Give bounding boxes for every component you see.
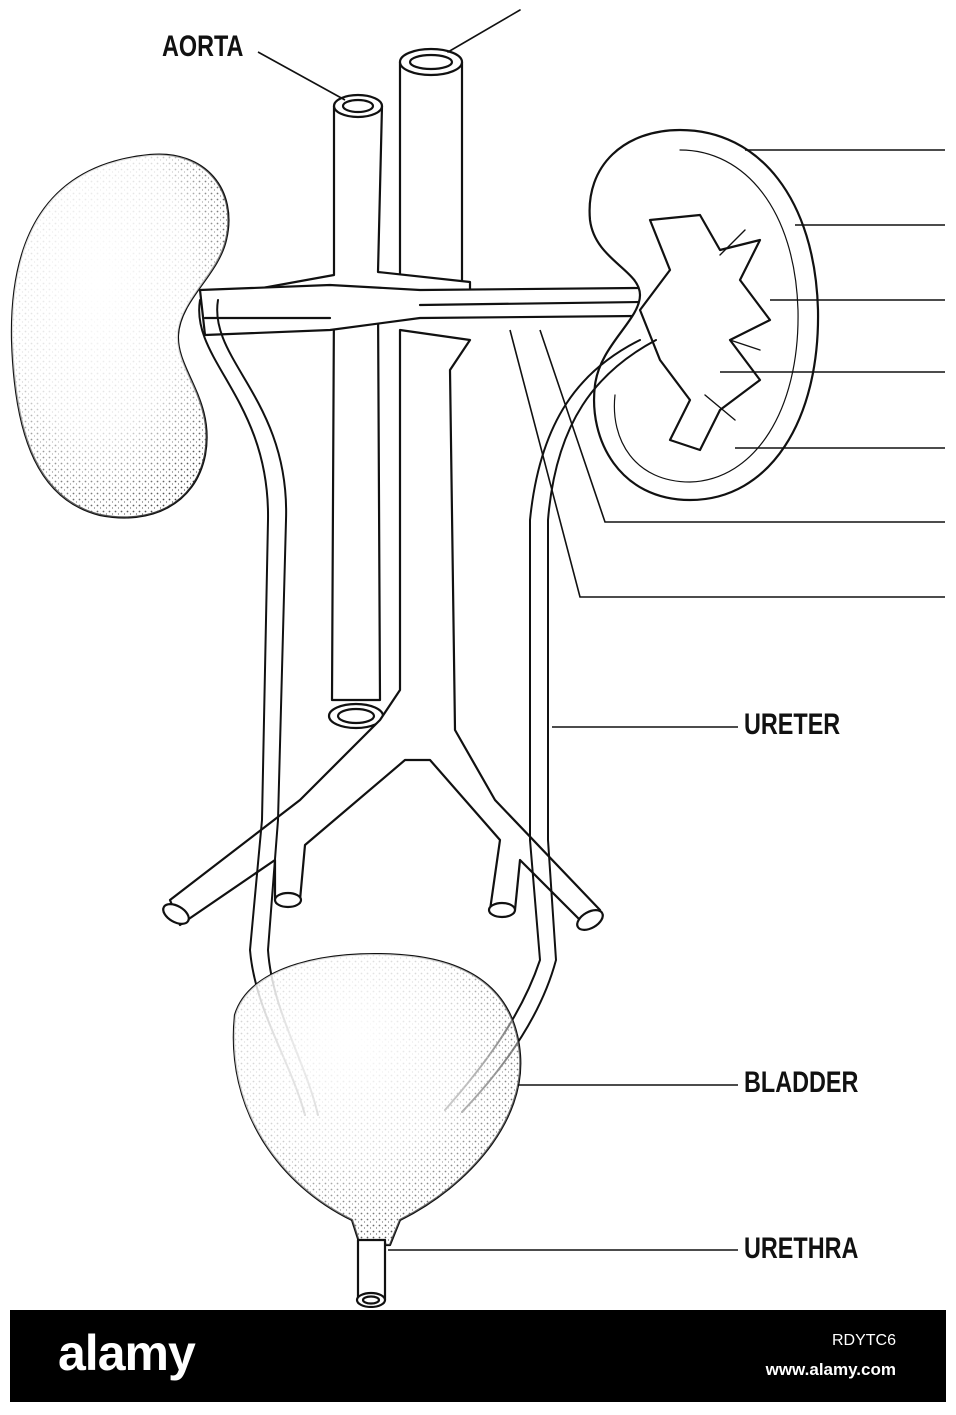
left-kidney <box>10 153 230 519</box>
vena-cava <box>398 9 521 302</box>
leader-7 <box>509 329 945 598</box>
site-url: www.alamy.com <box>765 1360 896 1379</box>
watermark-bar: alamy RDYTC6 www.alamy.com <box>10 1310 946 1402</box>
aorta-leader <box>257 51 346 101</box>
watermark-banner: alamy RDYTC6 www.alamy.com <box>0 1308 956 1410</box>
label-bladder: BLADDER <box>744 1066 859 1099</box>
label-ureter: URETER <box>744 708 841 741</box>
label-aorta: AORTA <box>162 30 244 63</box>
right-kidney-section <box>588 128 820 502</box>
brand-logo: alamy <box>58 1325 196 1381</box>
iliac-vessels <box>162 328 604 931</box>
label-urethra: URETHRA <box>744 1232 859 1265</box>
renal-vessels <box>198 283 672 337</box>
image-id: RDYTC6 <box>831 1332 896 1349</box>
leader-6 <box>539 329 945 523</box>
urethra-tube <box>355 1238 387 1309</box>
bladder <box>232 953 522 1247</box>
leader-lines <box>257 51 945 1251</box>
